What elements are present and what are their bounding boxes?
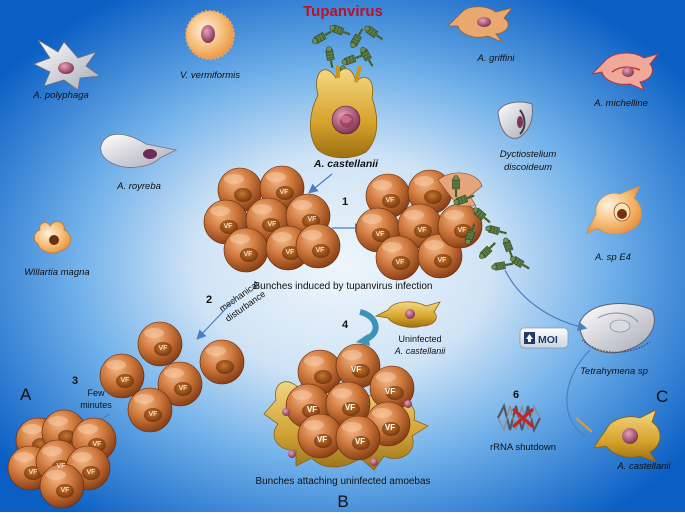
bunch-with-amoebas — [263, 343, 429, 471]
svg-text:VF: VF — [87, 469, 96, 476]
svg-text:VF: VF — [308, 216, 317, 223]
vf-labels-aggregated: VF VF VF VF VF — [29, 441, 102, 494]
svg-text:VF: VF — [159, 345, 168, 352]
willartia-magna-cell — [34, 221, 71, 254]
step-1: 1 — [342, 196, 348, 208]
label-few: Few — [87, 388, 105, 398]
label-minutes: minutes — [80, 400, 112, 410]
svg-text:VF: VF — [93, 441, 102, 448]
a-michelline-cell — [590, 52, 660, 91]
arrow-to-c — [566, 349, 591, 437]
arrow-step-2 — [196, 297, 237, 340]
curved-arrow-head — [356, 334, 370, 346]
a-polyphaga-cell — [33, 39, 102, 91]
svg-text:VF: VF — [286, 249, 295, 256]
svg-text:VF: VF — [438, 257, 447, 264]
a-sp-e4-cell — [585, 185, 642, 235]
svg-text:VF: VF — [351, 365, 361, 374]
label-a-michelline: A. michelline — [593, 98, 648, 109]
label-uninfected: Uninfected — [398, 334, 441, 344]
svg-text:VF: VF — [179, 385, 188, 392]
step-6: 6 — [513, 389, 519, 401]
svg-text:VF: VF — [307, 405, 317, 414]
panel-b-label: B — [337, 492, 348, 511]
panel-a-label: A — [20, 385, 32, 404]
tetrahymena-cell — [579, 303, 655, 354]
arrow-to-tetrahymena — [504, 269, 588, 332]
vf-labels-right: VF VF VF VF VF VF — [376, 197, 467, 266]
svg-text:VF: VF — [418, 227, 427, 234]
label-dictyostelium-2: discoideum — [504, 162, 552, 173]
vf-labels-bunch-amoebas: VF VF VF VF VF VF VF — [307, 365, 395, 446]
label-a-griffini: A. griffini — [477, 53, 516, 64]
svg-text:VF: VF — [355, 437, 365, 446]
arrow-host-to-bunch — [308, 173, 333, 194]
svg-text:VF: VF — [376, 231, 385, 238]
svg-text:VF: VF — [316, 247, 325, 254]
step-4: 4 — [342, 319, 349, 331]
label-dictyostelium-1: Dyctiostelium — [500, 149, 557, 160]
svg-text:VF: VF — [280, 189, 289, 196]
step-3: 3 — [72, 375, 78, 387]
dictyostelium-cell — [497, 101, 533, 139]
label-rrna-shutdown: rRNA shutdown — [490, 442, 556, 453]
a-griffini-cell — [447, 6, 514, 43]
svg-text:VF: VF — [224, 223, 233, 230]
svg-text:VF: VF — [149, 411, 158, 418]
rrna-icon — [497, 402, 541, 434]
svg-text:VF: VF — [29, 469, 38, 476]
svg-text:VF: VF — [244, 251, 253, 258]
svg-text:VF: VF — [396, 259, 405, 266]
svg-text:VF: VF — [345, 403, 355, 412]
host-label: A. castellanii — [313, 158, 379, 170]
svg-text:VF: VF — [121, 377, 130, 384]
moi-label: MOI — [538, 334, 558, 346]
svg-text:VF: VF — [458, 227, 467, 234]
svg-text:VF: VF — [385, 423, 395, 432]
a-castellanii-infected-cell — [310, 65, 378, 159]
step-2: 2 — [206, 294, 212, 306]
label-willartia-magna: Willartia magna — [24, 267, 89, 278]
svg-text:VF: VF — [317, 435, 327, 444]
moi-badge — [519, 327, 569, 349]
a-royreba-cell — [100, 133, 178, 168]
svg-text:VF: VF — [268, 221, 277, 228]
label-a-polyphaga: A. polyphaga — [32, 90, 88, 101]
svg-text:VF: VF — [386, 197, 395, 204]
label-uninfected-species: A. castellanii — [394, 346, 447, 356]
uninfected-amoeba — [374, 301, 441, 328]
svg-text:VF: VF — [385, 387, 395, 396]
label-v-vermiformis: V. vermiformis — [180, 70, 240, 81]
label-a-castellanii-c: A. castellanii — [616, 461, 671, 472]
caption-bunches-attaching: Bunches attaching uninfected amoebas — [255, 476, 430, 487]
svg-text:VF: VF — [57, 463, 66, 470]
vf-labels-dispersed: VF VF VF VF — [121, 345, 188, 418]
caption-bunches-induced: Bunches induced by tupanvirus infection — [253, 281, 432, 292]
a-castellanii-c-cell — [575, 409, 661, 463]
label-tetrahymena: Tetrahymena sp — [580, 366, 648, 377]
title-tupanvirus: Tupanvirus — [303, 3, 383, 20]
label-a-sp-e4: A. sp E4 — [594, 252, 631, 263]
vf-labels-left: VF VF VF VF VF VF VF — [224, 189, 325, 258]
label-a-royreba: A. royreba — [116, 181, 161, 192]
svg-text:VF: VF — [61, 487, 70, 494]
v-vermiformis-cell — [185, 10, 235, 60]
panel-c-label: C — [656, 387, 668, 406]
